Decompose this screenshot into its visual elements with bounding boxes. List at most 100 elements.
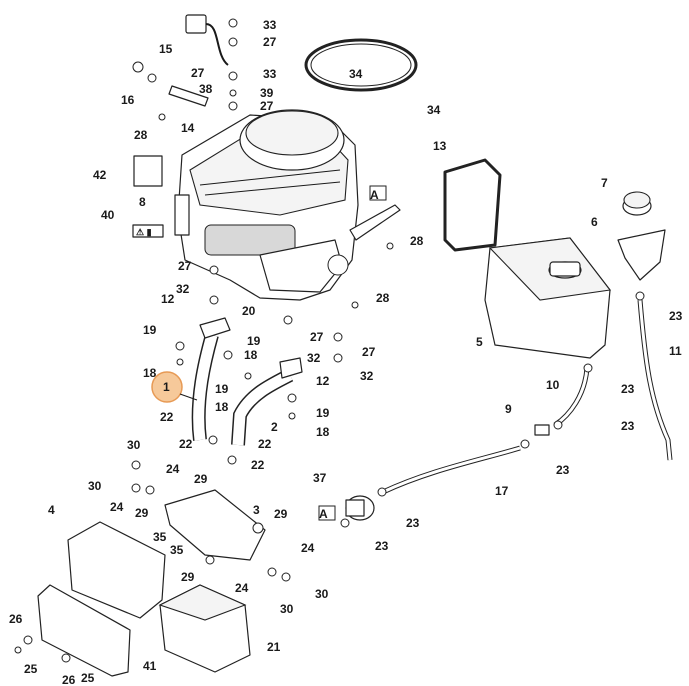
callout-label: 27 xyxy=(310,330,324,344)
callout-label: 30 xyxy=(315,587,329,601)
callout-label: 22 xyxy=(179,437,193,451)
callout-label: 21 xyxy=(267,640,281,654)
callout-label: 28 xyxy=(134,128,148,142)
exhaust-pipe-1 xyxy=(191,317,231,441)
fuel-filter xyxy=(345,495,375,521)
reference-box-a-lower xyxy=(318,505,336,521)
callout-label: 19 xyxy=(316,406,330,420)
reference-box-a xyxy=(369,185,387,201)
callout-label: 29 xyxy=(274,507,288,521)
callout-label: 32 xyxy=(360,369,374,383)
callout-label: 19 xyxy=(215,382,229,396)
callout-label: 6 xyxy=(591,215,598,229)
callout-label: 9 xyxy=(505,402,512,416)
engine-assembly xyxy=(174,109,401,301)
muffler xyxy=(158,584,251,673)
callout-label: 28 xyxy=(376,291,390,305)
callout-label: 7 xyxy=(601,176,608,190)
callout-label: 32 xyxy=(307,351,321,365)
callout-label: 30 xyxy=(280,602,294,616)
callout-label: 23 xyxy=(621,419,635,433)
callout-label: 23 xyxy=(406,516,420,530)
callout-label: 22 xyxy=(160,410,174,424)
callout-label: 23 xyxy=(669,309,683,323)
callout-label: 26 xyxy=(62,673,76,686)
callout-label: 8 xyxy=(139,195,146,209)
callout-label: 16 xyxy=(121,93,135,107)
callout-label: 27 xyxy=(260,99,274,113)
callout-label: 2 xyxy=(271,420,278,434)
fuel-valve xyxy=(534,424,550,436)
fuel-tank xyxy=(484,237,612,359)
callout-label: 40 xyxy=(101,208,115,222)
callout-label: 28 xyxy=(410,234,424,248)
callout-label: 30 xyxy=(88,479,102,493)
callout-label: 32 xyxy=(176,282,190,296)
callout-label: 19 xyxy=(247,334,261,348)
callout-label: 24 xyxy=(235,581,249,595)
callout-label: 18 xyxy=(244,348,258,362)
callout-label: 29 xyxy=(194,472,208,486)
heat-shield xyxy=(67,521,166,619)
callout-label: 4 xyxy=(48,503,55,517)
callout-label: 13 xyxy=(433,139,447,153)
callout-label: 33 xyxy=(263,67,277,81)
wire-connector xyxy=(185,14,229,66)
svg-text:⚠ ▮: ⚠ ▮ xyxy=(136,227,152,237)
mounting-bracket xyxy=(37,584,131,677)
svg-text:1: 1 xyxy=(163,380,170,394)
callout-label: 27 xyxy=(263,35,277,49)
callout-label: 22 xyxy=(258,437,272,451)
callout-label: 12 xyxy=(161,292,175,306)
tank-funnel xyxy=(617,229,666,281)
callout-label: 23 xyxy=(375,539,389,553)
callout-label: 3 xyxy=(253,503,260,517)
muffler-bracket xyxy=(164,489,266,561)
callout-label: 10 xyxy=(546,378,560,392)
callout-label: 11 xyxy=(669,344,682,358)
hose-clamp-ring xyxy=(304,38,418,92)
callout-label: 18 xyxy=(215,400,229,414)
gasket xyxy=(443,158,502,252)
callout-label: 25 xyxy=(24,662,38,676)
callout-label: 18 xyxy=(143,366,157,380)
callout-label: 38 xyxy=(199,82,213,96)
callout-label: 39 xyxy=(260,86,274,100)
exhaust-pipe-2 xyxy=(231,357,303,446)
fasteners xyxy=(14,18,645,663)
callout-label: 12 xyxy=(316,374,330,388)
callout-label: 26 xyxy=(9,612,23,626)
callout-label: 41 xyxy=(143,659,157,673)
callout-label: 34 xyxy=(427,103,441,117)
callout-label: 24 xyxy=(166,462,180,476)
decal-sheet xyxy=(133,155,163,187)
tank-cap xyxy=(622,191,652,216)
callout-label: 37 xyxy=(313,471,327,485)
callout-label: 19 xyxy=(143,323,157,337)
callout-label: 27 xyxy=(362,345,376,359)
callout-label: 23 xyxy=(621,382,635,396)
callout-label: 35 xyxy=(170,543,184,557)
callout-label: A xyxy=(319,507,328,521)
callout-label: 22 xyxy=(251,458,265,472)
callout-label: 18 xyxy=(316,425,330,439)
callout-label: A xyxy=(370,188,379,202)
fuel-line xyxy=(168,85,209,107)
callout-label: 24 xyxy=(301,541,315,555)
callout-label: 30 xyxy=(127,438,141,452)
callout-label: 35 xyxy=(153,530,167,544)
callout-label: 17 xyxy=(495,484,509,498)
callout-label: 24 xyxy=(110,500,124,514)
callout-label: 27 xyxy=(178,259,192,273)
callout-label: 34 xyxy=(349,67,363,81)
callout-label: 27 xyxy=(191,66,205,80)
highlighted-part-callout[interactable]: 1 xyxy=(151,371,198,403)
callout-label: 5 xyxy=(476,335,483,349)
callout-label: 33 xyxy=(263,18,277,32)
callout-label: 29 xyxy=(181,570,195,584)
callout-label: 25 xyxy=(81,671,95,685)
callout-label: 15 xyxy=(159,42,173,56)
